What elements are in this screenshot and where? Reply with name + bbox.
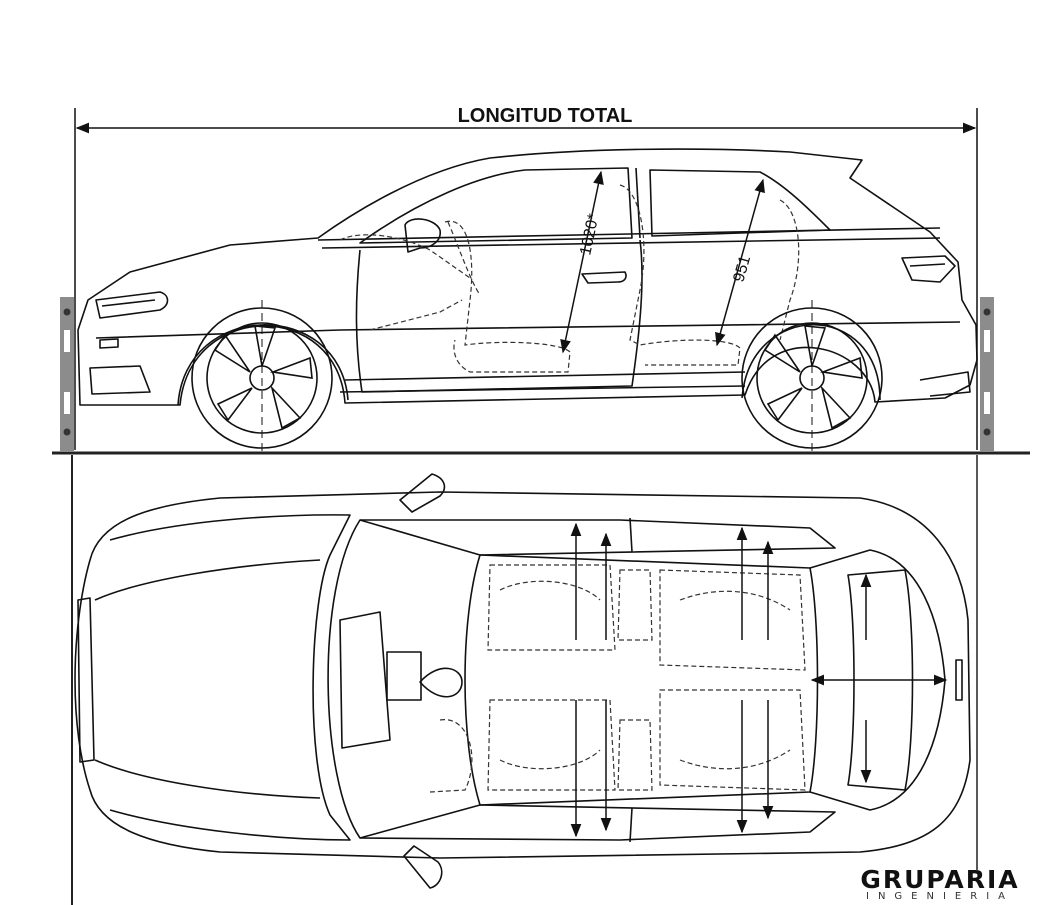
side-mirror: [404, 218, 441, 253]
rear-height-label: 951: [731, 254, 755, 284]
rear-post: [980, 297, 994, 452]
logo-name: GRUPARIA: [860, 865, 1020, 894]
side-rear-wheel: [741, 300, 883, 455]
top-right-mirror: [403, 845, 443, 889]
side-dimension-arrows: [560, 170, 765, 354]
top-dimension-arrows: [570, 522, 948, 838]
overall-length-title: LONGITUD TOTAL: [458, 105, 633, 127]
side-door-outline: [355, 239, 643, 393]
side-headlight: [95, 291, 169, 319]
side-front-wheel: [191, 300, 333, 455]
side-rear-window: [649, 169, 831, 237]
gruparia-logo: GRUPARIA INGENIERIA: [832, 865, 1048, 902]
overall-length-dimension: [74, 108, 978, 450]
top-interior-seats: [429, 564, 806, 793]
top-roof: [479, 554, 819, 806]
side-door-handle: [581, 271, 627, 284]
side-interior-seats: [339, 184, 800, 373]
side-view: [77, 148, 978, 406]
logo-subtitle: INGENIERIA: [866, 891, 1014, 902]
top-view: [74, 473, 971, 889]
side-front-window: [359, 167, 633, 244]
front-post: [60, 297, 74, 452]
side-fog-light: [89, 365, 151, 395]
top-body-outline: [74, 491, 971, 859]
top-left-mirror: [399, 473, 446, 513]
side-tail-light: [901, 255, 956, 283]
top-front-grille: [77, 597, 95, 763]
side-body-outline: [77, 148, 978, 406]
